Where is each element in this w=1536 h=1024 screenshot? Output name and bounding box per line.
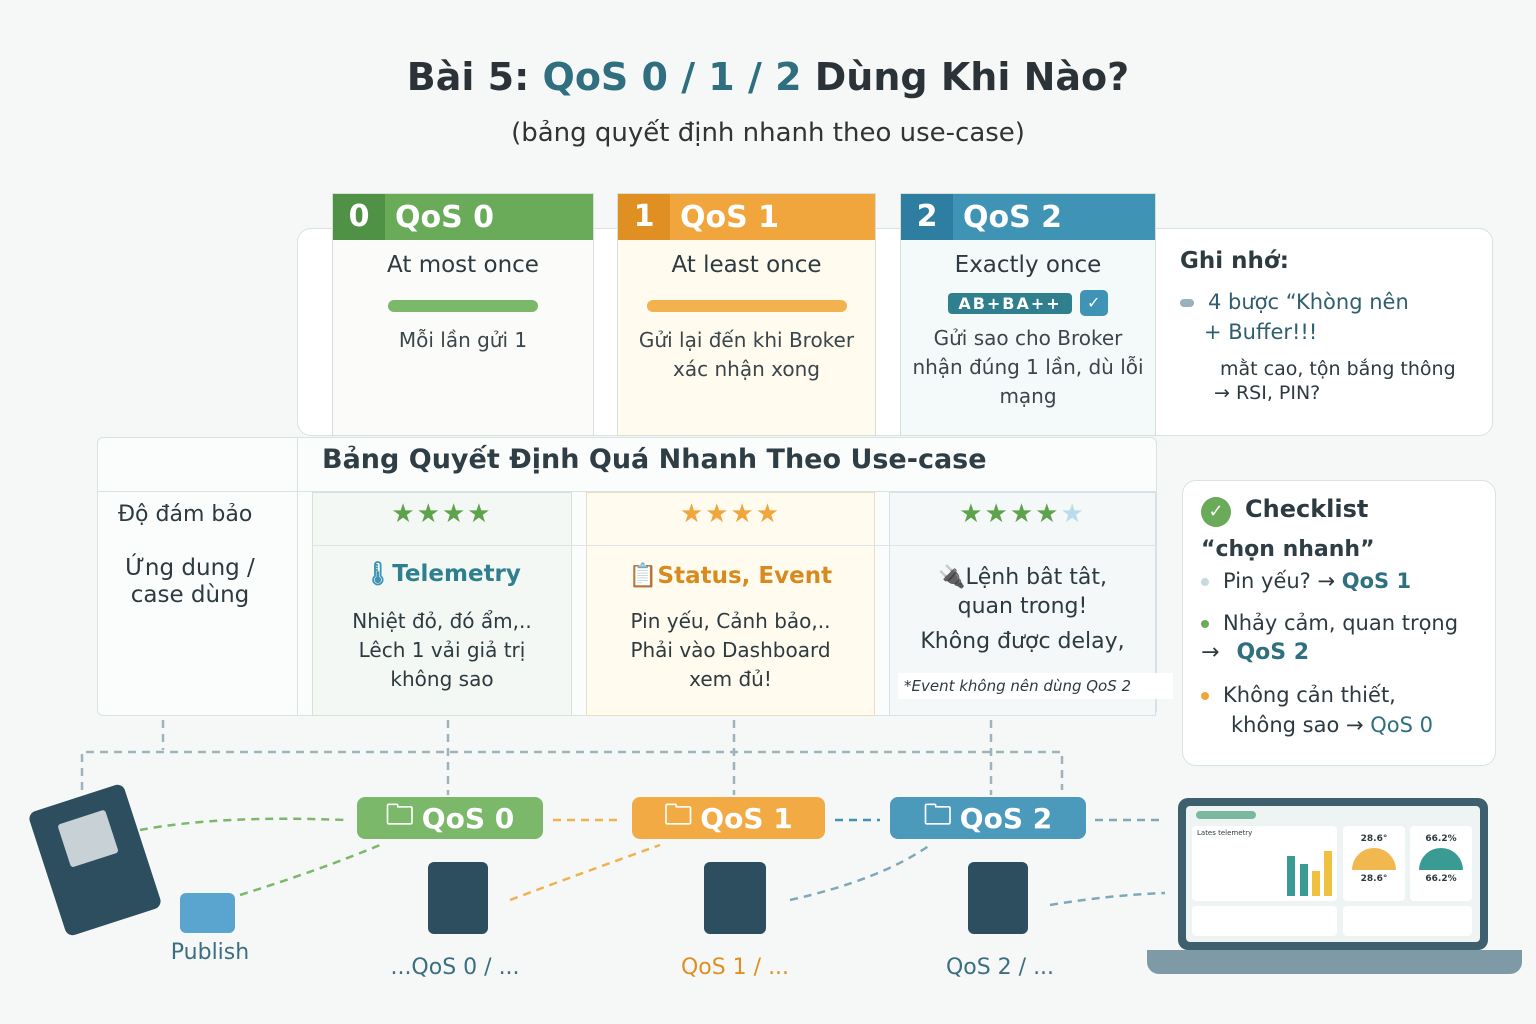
stars-qos2: ★★★★★ [959,499,1086,529]
pipe-icon [388,300,538,312]
stars-qos1: ★★★★ [679,499,782,529]
flow-label-qos0: ...QoS 0 / ... [390,955,520,980]
checklist-box: ✓Checklist “chọn nhanh” Pin yếu? → QoS 1… [1182,480,1496,766]
folder-icon: 🗀 [385,798,414,831]
clipboard-icon: 📋 [628,563,658,589]
device-icon [428,862,488,934]
telegram-icon [180,893,235,933]
flow-qos0: 🗀QoS 0 [357,797,543,839]
row-label-guarantee: Độ đám bảo [118,502,253,527]
device-icon [968,862,1028,934]
laptop-keyboard [1147,950,1522,974]
flow-qos2: 🗀QoS 2 [890,797,1086,839]
flow-label-qos1: QoS 1 / ... [680,955,790,980]
plug-icon: 🔌 [938,565,966,590]
thermometer-icon: 🌡 [363,561,393,587]
folder-icon: 🗀 [923,798,952,831]
check-circle-icon: ✓ [1201,497,1231,527]
folder-icon: 🗀 [664,798,693,831]
flow-qos1: 🗀QoS 1 [632,797,825,839]
col-qos0 [312,492,572,716]
stars-qos0: ★★★★ [391,499,493,529]
check-icon: ✓ [1079,290,1108,316]
note-box: Ghi nhớ: 4 bược “Khòng nên + Buffer!!! m… [1180,248,1456,404]
pipe-icon [646,300,847,312]
page-subtitle: (bảng quyết định nhanh theo use-case) [511,118,1025,148]
col-qos1 [586,492,875,716]
publish-label: Publish [170,940,250,965]
handshake-badge: AB+BA++ [948,292,1072,314]
table-footnote: *Event không nên dùng QoS 2 [898,673,1173,699]
dashboard-title: Lates telemetry [1197,829,1253,837]
flow-label-qos2: QoS 2 / ... [945,955,1055,980]
row-label-usecase: Ứng dung / case dùng [125,555,255,608]
table-title: Bảng Quyết Định Quá Nhanh Theo Use-case [322,444,987,475]
device-icon [704,862,766,934]
laptop-dashboard: Lates telemetry 28.6°28.6° 66.2%66.2% [1178,798,1488,950]
page-title: Bài 5: QoS 0 / 1 / 2 Dùng Khi Nào? [406,55,1130,99]
